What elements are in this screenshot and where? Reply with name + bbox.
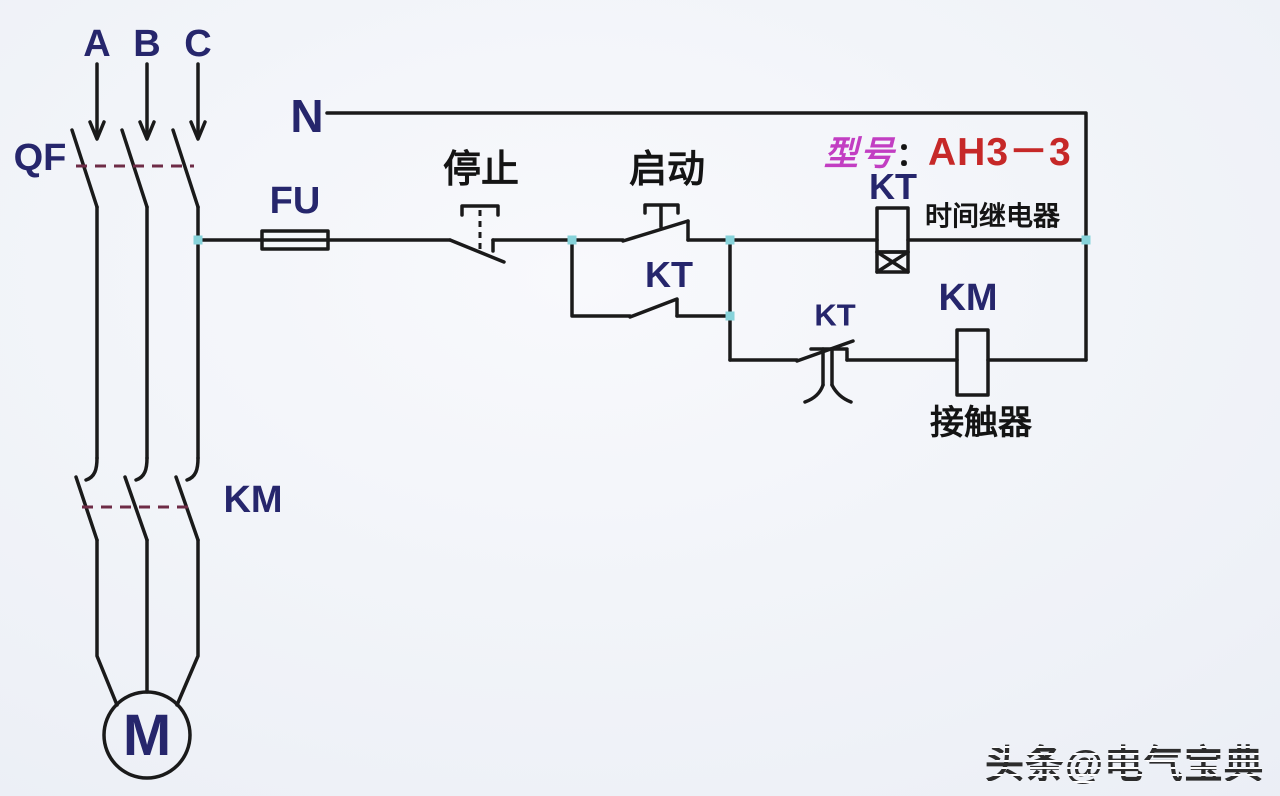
breaker-label: QF	[13, 137, 67, 179]
stop-button-label: 停止	[442, 149, 520, 191]
kt-seal-contact-label: KT	[645, 254, 693, 295]
kt-delay-contact-symbol	[728, 339, 959, 404]
time-relay-caption: 时间继电器	[925, 201, 1060, 232]
km-coil-label: KM	[938, 277, 998, 319]
phase-wires	[95, 205, 200, 460]
kt-coil-symbol	[875, 206, 1088, 274]
fuse-label: FU	[269, 180, 321, 222]
model-value: AH3－3	[928, 131, 1072, 174]
km-contacts-label: KM	[223, 479, 283, 521]
phase-a-label: A	[83, 23, 111, 65]
start-button-label: 启动	[628, 149, 706, 191]
kt-coil-label: KT	[869, 166, 917, 207]
supply-arrows-icon	[88, 62, 207, 141]
stop-button-symbol	[448, 204, 625, 264]
km-coil-symbol	[955, 328, 1088, 397]
fuse-symbol	[196, 229, 452, 251]
kt-seal-contact-symbol	[570, 238, 732, 362]
motor-symbol	[95, 538, 200, 780]
neutral-and-loop-wire	[325, 111, 1088, 362]
breaker-qf-symbol	[70, 128, 200, 209]
km-contacts-symbol	[74, 456, 200, 542]
neutral-label: N	[290, 90, 324, 142]
model-colon: ：	[896, 136, 929, 172]
contactor-caption: 接触器	[930, 404, 1032, 442]
start-button-symbol	[621, 203, 879, 243]
motor-label: M	[122, 703, 172, 768]
model-label: 型号	[824, 135, 896, 173]
phase-c-label: C	[184, 23, 212, 65]
phase-b-label: B	[133, 23, 161, 65]
kt-delay-contact-label: KT	[814, 297, 856, 333]
watermark: 头条@电气宝典	[985, 734, 1264, 790]
model-annotation: 型号 ： AH3－3	[824, 121, 1072, 177]
junction-dots	[193, 235, 1091, 321]
